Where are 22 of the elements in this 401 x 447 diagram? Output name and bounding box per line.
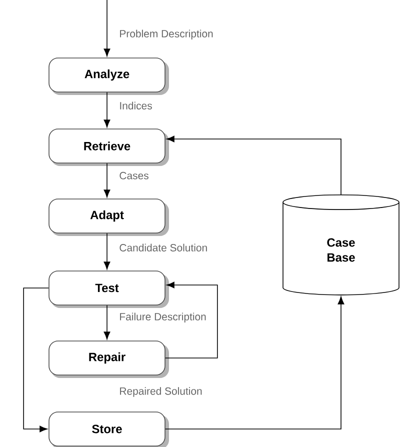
process-box: Store <box>48 412 169 447</box>
arrow <box>104 163 110 198</box>
arrow <box>23 288 49 432</box>
arrow <box>166 136 342 195</box>
arrow <box>104 233 110 270</box>
edge-label: Cases <box>118 170 150 180</box>
process-box: Test <box>48 270 169 308</box>
process-box: Retrieve <box>48 128 169 166</box>
database-cylinder: Case Base <box>282 194 400 296</box>
arrow <box>165 296 344 430</box>
arrow <box>104 92 110 128</box>
process-box: Repair <box>48 340 169 378</box>
process-box: Adapt <box>48 198 169 236</box>
arrow <box>104 48 110 56</box>
process-box: Analyze <box>48 58 169 95</box>
arrow <box>165 282 218 358</box>
edge-label: Failure Description <box>118 312 208 324</box>
flow-label: Repaired Solution <box>120 387 202 397</box>
edge-label: Indices <box>118 100 154 110</box>
edge-label: Problem Description <box>118 28 214 40</box>
edge-label: Candidate Solution <box>118 242 209 252</box>
arrow <box>104 305 110 340</box>
